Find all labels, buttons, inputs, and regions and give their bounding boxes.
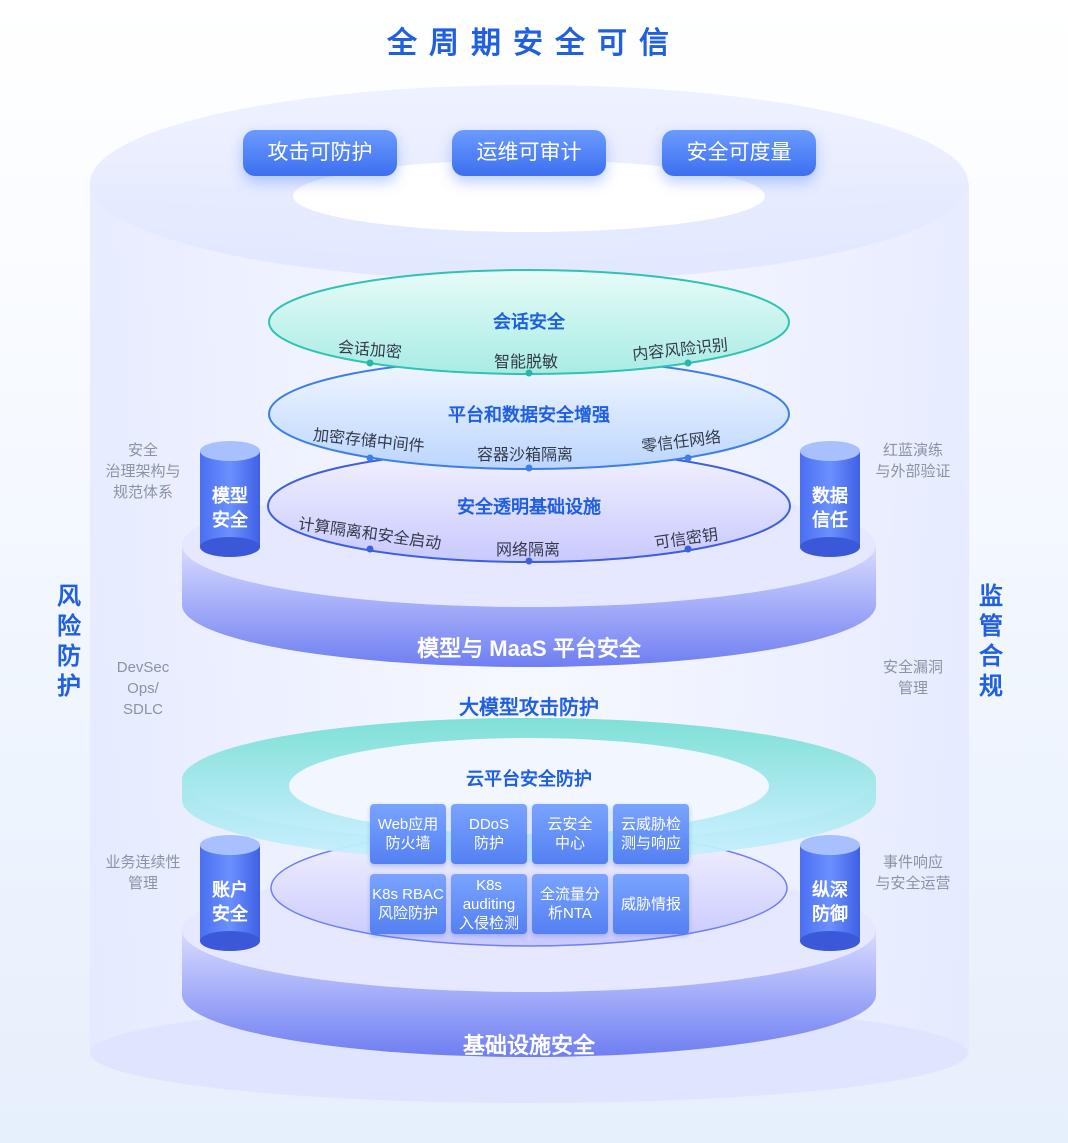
page-title: 全周期安全可信 xyxy=(387,27,681,60)
llm-attack-protection-title: 大模型攻击防护 xyxy=(459,697,599,719)
platform-data-title: 平台和数据安全增强 xyxy=(448,405,610,425)
regulatory-compliance-label: 监管合规 xyxy=(979,583,1003,700)
cell-ddos: DDoS 防护 xyxy=(451,804,527,864)
left-label-business-continuity: 业务连续性 管理 xyxy=(105,854,181,892)
infra-item-network-isolation: 网络隔离 xyxy=(496,542,561,559)
dot xyxy=(525,557,533,565)
cell-waf: Web应用 防火墙 xyxy=(370,804,446,864)
left-label-devsecops: DevSec Ops/ SDLC xyxy=(116,659,170,718)
transparent-infra-title: 安全透明基础设施 xyxy=(457,497,601,517)
right-label-red-blue: 红蓝演练 与外部验证 xyxy=(875,442,951,480)
cell-text: DDoS 防护 xyxy=(468,816,509,852)
model-security-label: 模型 安全 xyxy=(212,486,248,530)
cell-text: 云威胁检 测与响应 xyxy=(620,816,681,852)
cyl-defense-in-depth xyxy=(800,835,860,951)
security-measure-button[interactable]: 安全可度量 xyxy=(662,130,816,176)
dot xyxy=(525,369,533,377)
cell-text: 威胁情报 xyxy=(620,895,681,913)
session-item-masking: 智能脱敏 xyxy=(494,354,559,371)
cell-threat-detection: 云威胁检 测与响应 xyxy=(613,804,689,864)
cell-text: Web应用 防火墙 xyxy=(377,816,439,852)
dot xyxy=(684,454,692,462)
cell-k8s-auditing: K8s auditing 入侵检测 xyxy=(451,874,527,934)
cyl-account-security xyxy=(200,835,260,951)
left-label-governance: 安全 治理架构与 规范体系 xyxy=(105,442,181,501)
dot xyxy=(366,545,374,553)
ops-audit-button[interactable]: 运维可审计 xyxy=(452,130,606,176)
right-label-incident-response: 事件响应 与安全运营 xyxy=(875,854,951,892)
cell-text: 云安全 中心 xyxy=(547,816,593,852)
dot xyxy=(684,545,692,553)
platform-item-container-sandbox: 容器沙箱隔离 xyxy=(477,447,574,464)
session-security-title: 会话安全 xyxy=(493,312,565,332)
cell-k8s-rbac: K8s RBAC 风险防护 xyxy=(370,874,446,934)
cell-text: 全流量分 析NTA xyxy=(539,886,600,922)
infra-band-title: 基础设施安全 xyxy=(462,1033,595,1058)
cyl-data-trust xyxy=(800,441,860,557)
dot xyxy=(684,359,692,367)
cell-nta: 全流量分 析NTA xyxy=(532,874,608,934)
model-maas-band-title: 模型与 MaaS 平台安全 xyxy=(417,636,641,661)
dot xyxy=(366,359,374,367)
outer-cylinder-hole xyxy=(293,160,765,232)
dot xyxy=(366,454,374,462)
dot xyxy=(525,464,533,472)
right-label-vuln-mgmt: 安全漏洞 管理 xyxy=(882,659,943,697)
cell-cloud-security-center: 云安全 中心 xyxy=(532,804,608,864)
risk-protection-label: 风险防护 xyxy=(57,583,81,700)
attack-protection-button[interactable]: 攻击可防护 xyxy=(243,130,397,176)
cell-text: K8s auditing 入侵检测 xyxy=(458,876,519,932)
cloud-platform-title: 云平台安全防护 xyxy=(466,769,592,789)
data-trust-label: 数据 信任 xyxy=(812,486,848,530)
cell-threat-intel: 威胁情报 xyxy=(613,874,689,934)
defense-in-depth-label: 纵深 防御 xyxy=(812,880,848,924)
cell-text: K8s RBAC 风险防护 xyxy=(372,886,444,922)
account-security-label: 账户 安全 xyxy=(212,880,248,924)
cyl-model-security xyxy=(200,441,260,557)
